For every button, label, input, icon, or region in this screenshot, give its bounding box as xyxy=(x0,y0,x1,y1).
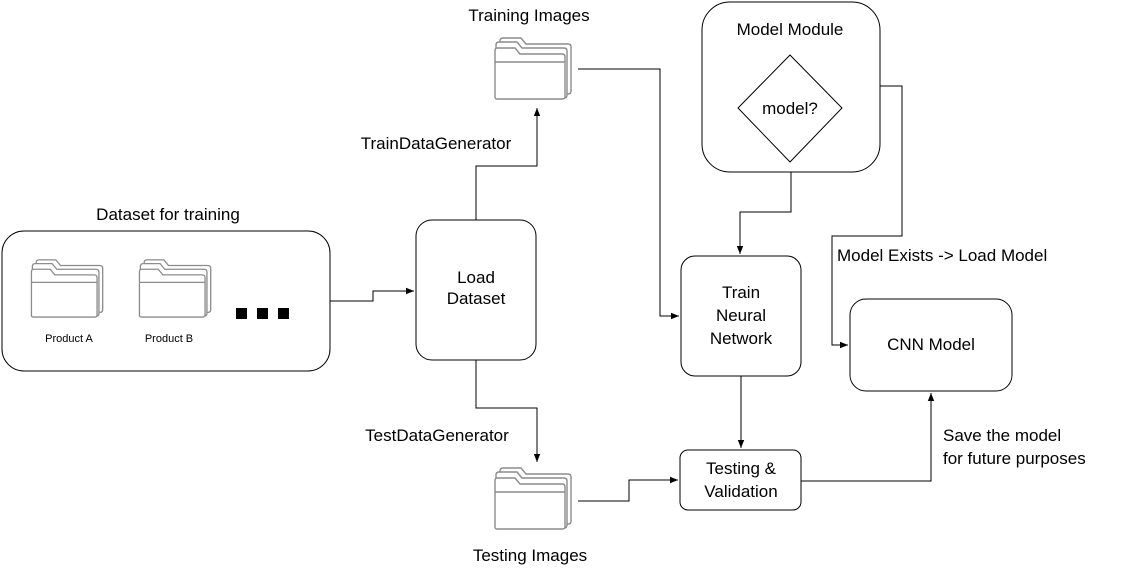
edge-model-module-to-train xyxy=(736,172,792,254)
train-label-line3: Network xyxy=(710,329,773,348)
edge-dataset-to-load xyxy=(330,287,414,302)
model-decision-diamond xyxy=(737,54,843,163)
edge-load-to-testing-images xyxy=(475,360,541,462)
cnn-model-node xyxy=(849,298,1013,392)
testing-label-line1: Testing & xyxy=(706,459,777,478)
load-dataset-label-line2: Dataset xyxy=(447,289,506,308)
testing-images-folder-icon xyxy=(494,467,572,530)
edge-testing-images-to-testing xyxy=(578,476,678,502)
product-a-folder-icon xyxy=(30,259,104,318)
product-a-label: Product A xyxy=(45,333,93,345)
train-label-line1: Train xyxy=(722,283,760,302)
product-b-label: Product B xyxy=(145,333,193,345)
edge-testing-to-cnn xyxy=(801,393,935,482)
train-data-generator-label: TrainDataGenerator xyxy=(361,134,512,153)
training-images-folder-icon xyxy=(494,37,572,100)
train-label-line2: Neural xyxy=(716,306,766,325)
model-decision-label: model? xyxy=(762,99,818,118)
training-images-label: Training Images xyxy=(468,6,589,25)
model-module-label: Model Module xyxy=(737,20,844,39)
testing-label-line2: Validation xyxy=(704,482,777,501)
save-model-label-line1: Save the model xyxy=(943,426,1061,445)
testing-validation-node xyxy=(679,449,802,511)
model-exists-label: Model Exists -> Load Model xyxy=(837,246,1047,265)
product-b-folder-icon xyxy=(138,259,212,318)
edge-model-module-to-cnn xyxy=(831,85,903,349)
edge-load-to-training-images xyxy=(475,108,541,220)
dataset-title: Dataset for training xyxy=(96,205,240,224)
save-model-label-line2: for future purposes xyxy=(943,449,1086,468)
test-data-generator-label: TestDataGenerator xyxy=(365,426,509,445)
edge-training-images-to-train xyxy=(578,68,679,320)
cnn-model-label: CNN Model xyxy=(887,335,975,354)
load-dataset-label-line1: Load xyxy=(457,268,495,287)
testing-images-label: Testing Images xyxy=(473,546,587,565)
ellipsis-squares-icon xyxy=(236,308,289,319)
